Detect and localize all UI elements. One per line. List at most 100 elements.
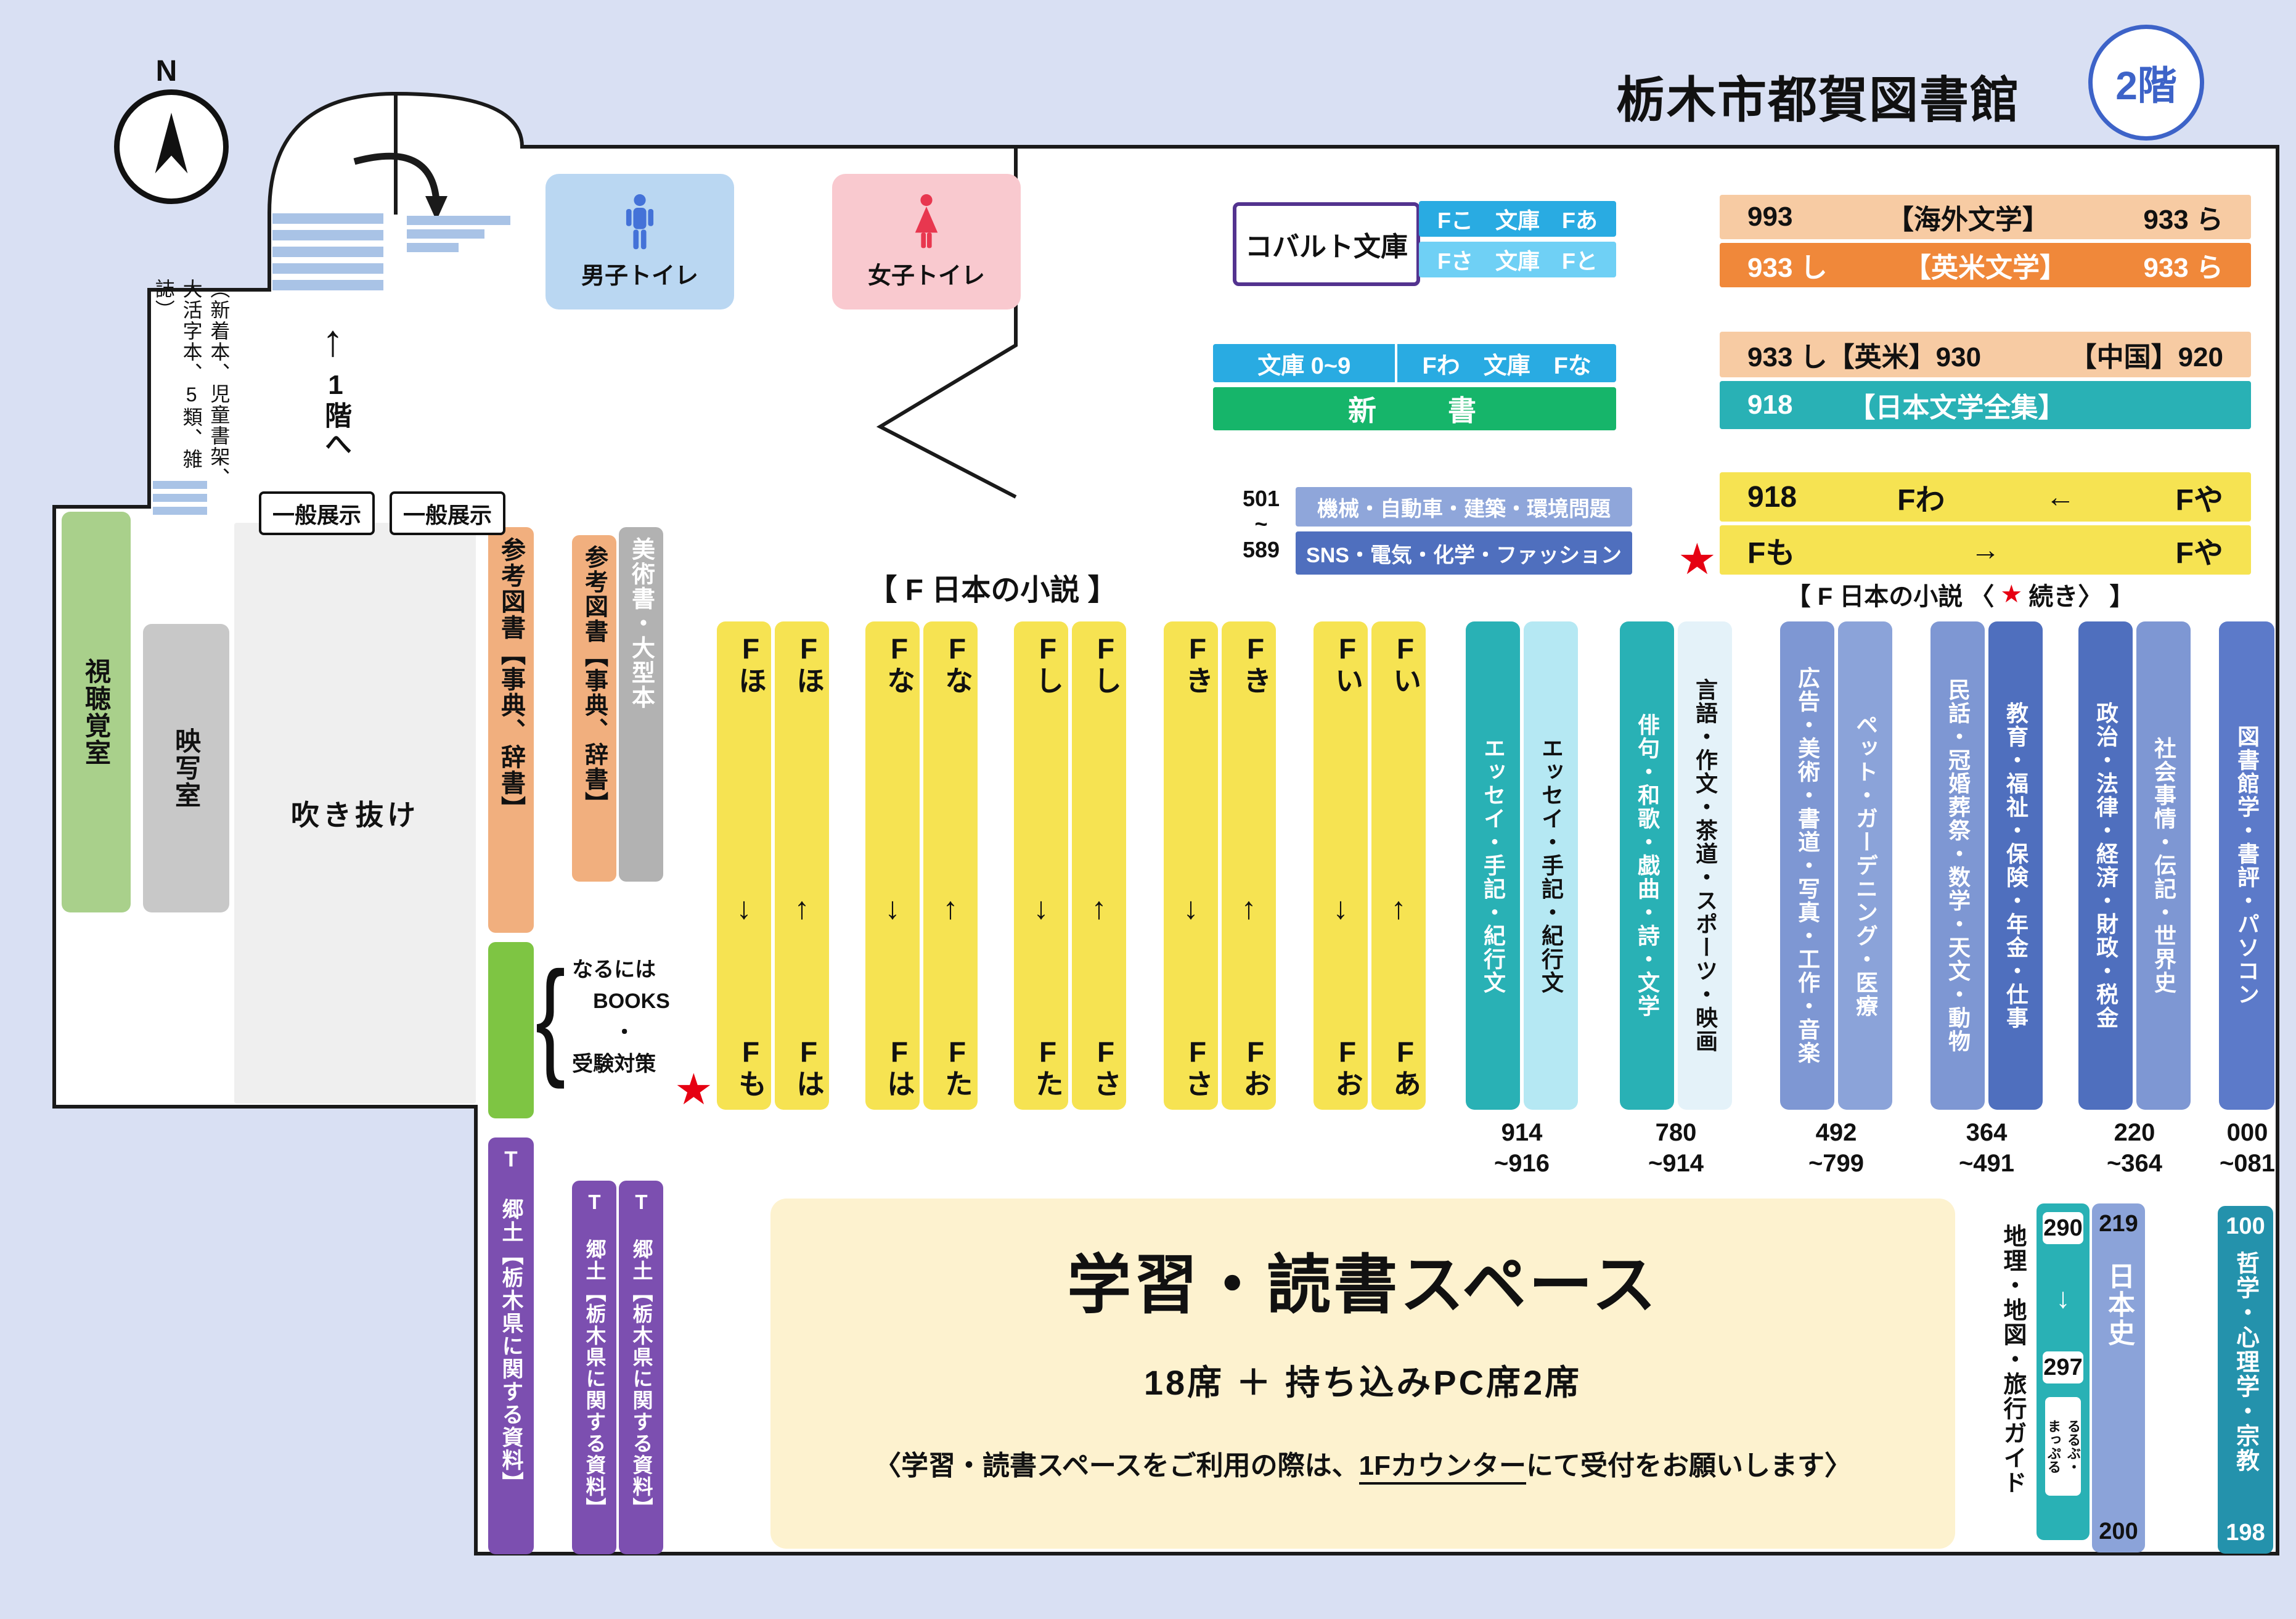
shelf-top-label: Fほ bbox=[793, 633, 825, 695]
bunko-range-left: 文庫 0~9 bbox=[1257, 353, 1351, 379]
ndc-range-label-914: 914~916 bbox=[1493, 1119, 1550, 1177]
mens-restroom-label: 男子トイレ bbox=[581, 263, 698, 289]
kaigai-title: 【海外文学】 bbox=[1886, 205, 2049, 235]
stairs-landing-stripes bbox=[407, 216, 510, 256]
woman-icon bbox=[915, 194, 938, 248]
ndc-range-label-364: 364~491 bbox=[1958, 1119, 2015, 1177]
ndc-219-label: 219 bbox=[2099, 1211, 2138, 1237]
subject-shelf-label: 民話・冠婚葬祭・数学・天文・動物 bbox=[1945, 678, 1971, 1053]
shelf-direction-arrow: ↓ bbox=[1033, 890, 1049, 925]
floor-badge: 2階 bbox=[2088, 25, 2204, 141]
stairs-up-arrow: ↑ bbox=[322, 316, 344, 366]
eibei-right: 933 ら bbox=[2143, 253, 2223, 283]
rurubu-chip: るるぶ・ まっぷる bbox=[2045, 1397, 2081, 1496]
subject-shelf-education: 教育・福祉・保険・年金・仕事 bbox=[1988, 621, 2043, 1110]
japanese-literature-complete-sign: 918 【日本文学全集】 bbox=[1720, 381, 2251, 429]
fiction-shelf-9: Fい ↓ Fお bbox=[1313, 621, 1368, 1110]
fiction-shelf-10: Fい ↑ Fあ bbox=[1371, 621, 1426, 1110]
fiction-shelf-7: Fき ↓ Fさ bbox=[1164, 621, 1218, 1110]
geography-section-label: 地理・地図・旅行ガイド bbox=[2000, 1224, 2025, 1495]
sns-electric-chemistry-sign: SNS・電気・化学・ファッション bbox=[1296, 531, 1632, 575]
shelf-bottom-label: Fお bbox=[1331, 1036, 1363, 1099]
philosophy-shelf: 100 哲学・心理学・宗教 198 bbox=[2218, 1206, 2273, 1554]
red-star-marker-top: ★ bbox=[1678, 535, 1717, 583]
subject-shelf-art: 広告・美術・書道・写真・工作・音楽 bbox=[1780, 621, 1834, 1110]
shelf-top-label: Fい bbox=[1331, 633, 1363, 695]
subject-shelf-label: 社会事情・伝記・世界史 bbox=[2151, 737, 2176, 994]
ndc-range-label-492: 492~799 bbox=[1808, 1119, 1865, 1177]
shelf-direction-arrow: ↓ bbox=[1183, 890, 1199, 925]
ndc-range-label-000: 000~081 bbox=[2219, 1119, 2276, 1177]
kaigai-right: 933 ら bbox=[2143, 205, 2223, 235]
fcont-star-icon: ★ bbox=[2000, 581, 2023, 608]
shinsho-sign: 新 書 bbox=[1213, 387, 1616, 430]
subject-shelf-label: 図書館学・書評・パソコン bbox=[2234, 725, 2260, 1006]
fcont-post: 続き〉 】 bbox=[2028, 583, 2135, 610]
subject-shelf-label: エッセイ・手記・紀行文 bbox=[1481, 737, 1506, 994]
fiction-shelf-6: Fし ↑ Fさ bbox=[1072, 621, 1126, 1110]
study-space-seats: 18席 ＋ 持ち込みPC席2席 bbox=[1143, 1363, 1582, 1402]
travel-guide-shelf: 290 ↓ 297 るるぶ・ まっぷる bbox=[2037, 1203, 2090, 1540]
subject-shelf-pets: ペット・ガーデニング・医療 bbox=[1838, 621, 1892, 1110]
atrium: 吹き抜け bbox=[234, 523, 476, 1104]
shelf-top-label: Fな bbox=[883, 633, 915, 695]
fiction-shelf-4: Fな ↑ Fた bbox=[923, 621, 978, 1110]
brace-glyph: { bbox=[535, 945, 566, 1089]
shelf-bottom-label: Fは bbox=[793, 1036, 825, 1099]
japanese-history-shelf: 219 日本史 200 bbox=[2092, 1203, 2145, 1552]
shelf-direction-arrow: ↓ bbox=[884, 890, 901, 925]
fwa-918: 918 bbox=[1747, 480, 1797, 514]
eibei-left: 933 し bbox=[1747, 253, 1828, 283]
shelf-direction-arrow: ↓ bbox=[2056, 1282, 2070, 1314]
career-books-note: { なるには BOOKS ・ 受験対策 bbox=[529, 953, 670, 1082]
fwa-end: Fや bbox=[2175, 484, 2223, 517]
fiction-shelf-3: Fな ↓ Fは bbox=[865, 621, 920, 1110]
shelf-direction-arrow: ↑ bbox=[1391, 890, 1407, 925]
chugoku-left: 933 し【英米】930 bbox=[1747, 342, 1982, 372]
chinese-literature-sign: 933 し【英米】930 【中国】920 bbox=[1720, 332, 2251, 377]
fiction-shelf-5: Fし ↓ Fた bbox=[1014, 621, 1068, 1110]
womens-restroom-label: 女子トイレ bbox=[867, 263, 985, 289]
entry-arrowhead bbox=[425, 196, 447, 221]
subject-shelf-haiku: 俳句・和歌・戯曲・詩・文学 bbox=[1620, 621, 1674, 1110]
reference-shelf-label: 参考図書【事典、辞書】 bbox=[497, 537, 525, 822]
ndc-198-label: 198 bbox=[2226, 1520, 2265, 1546]
subject-shelf-essay-2: エッセイ・手記・紀行文 bbox=[1524, 621, 1578, 1110]
chugoku-right: 【中国】920 bbox=[2069, 342, 2223, 372]
local-materials-label: T 郷土【栃木県に関する資料】 bbox=[499, 1147, 523, 1494]
general-display-sign-1: 一般展示 bbox=[259, 491, 375, 535]
ndc-range-label-780: 780~914 bbox=[1648, 1119, 1704, 1177]
zenshu-number: 918 bbox=[1747, 390, 1793, 420]
reference-shelf-2: 参考図書【事典、辞書】 bbox=[572, 535, 616, 882]
general-display-sign-2: 一般展示 bbox=[390, 491, 505, 535]
shelf-direction-arrow: ↓ bbox=[736, 890, 752, 925]
ndc-290-chip: 290 bbox=[2043, 1212, 2083, 1244]
subject-shelf-folktales: 民話・冠婚葬祭・数学・天文・動物 bbox=[1930, 621, 1985, 1110]
shelf-top-label: Fい bbox=[1389, 633, 1421, 695]
north-compass: N bbox=[114, 54, 229, 204]
art-books-shelf: 美術書・大型本 bbox=[619, 527, 663, 882]
fiction-shelf-8: Fき ↑ Fお bbox=[1222, 621, 1276, 1110]
machinery-architecture-sign: 機械・自動車・建築・環境問題 bbox=[1296, 487, 1632, 527]
bunko-fsa-sign: Fさ 文庫 Fと bbox=[1419, 242, 1616, 277]
shelf-bottom-label: Fも bbox=[735, 1036, 767, 1099]
reference-shelf-label: 参考図書【事典、辞書】 bbox=[581, 545, 607, 816]
counter-underline: 1Fカウンター bbox=[1358, 1451, 1527, 1485]
shelf-bottom-label: Fあ bbox=[1389, 1036, 1421, 1099]
audiovisual-room: 視聴覚室 bbox=[62, 512, 131, 912]
bunko-range-sign: 文庫 0~9 Fわ 文庫 Fな bbox=[1213, 344, 1616, 382]
art-books-shelf-label: 美術書・大型本 bbox=[627, 537, 654, 710]
local-materials-label: T 郷土【栃木県に関する資料】 bbox=[630, 1191, 653, 1519]
fiction-shelf-2: Fほ ↑ Fは bbox=[775, 621, 829, 1110]
shelf-top-label: Fき bbox=[1240, 633, 1272, 695]
shelf-bottom-label: Fた bbox=[941, 1036, 973, 1099]
fiction-range-sign-2: Fも → Fや bbox=[1720, 525, 2251, 575]
shelf-bottom-label: Fお bbox=[1240, 1036, 1272, 1099]
projection-room-label: 映写室 bbox=[171, 728, 201, 809]
fmo-start: Fも bbox=[1747, 537, 1796, 570]
entry-curve-arrow bbox=[353, 152, 440, 202]
subject-shelf-label: 広告・美術・書道・写真・工作・音楽 bbox=[1795, 666, 1820, 1065]
bunko-range-right: Fわ 文庫 Fな bbox=[1422, 353, 1591, 379]
japanese-history-label: 日本史 bbox=[2104, 1262, 2134, 1347]
fcont-pre: 【 F 日本の小説 〈 bbox=[1786, 583, 1995, 610]
